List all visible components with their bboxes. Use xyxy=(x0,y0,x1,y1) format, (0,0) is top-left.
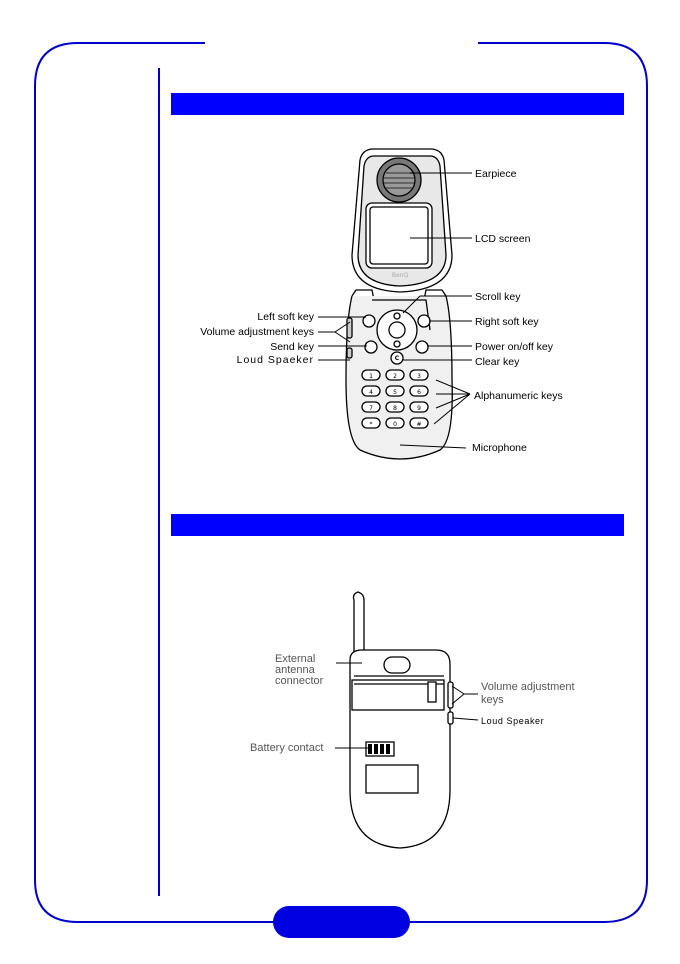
label-volume-keys-back: Volume adjustment keys xyxy=(481,681,591,707)
label-battery-contact: Battery contact xyxy=(250,742,323,754)
label-loud-speaker-back: Loud Speaker xyxy=(481,715,544,727)
label-external-antenna: External antenna connector xyxy=(275,654,335,687)
